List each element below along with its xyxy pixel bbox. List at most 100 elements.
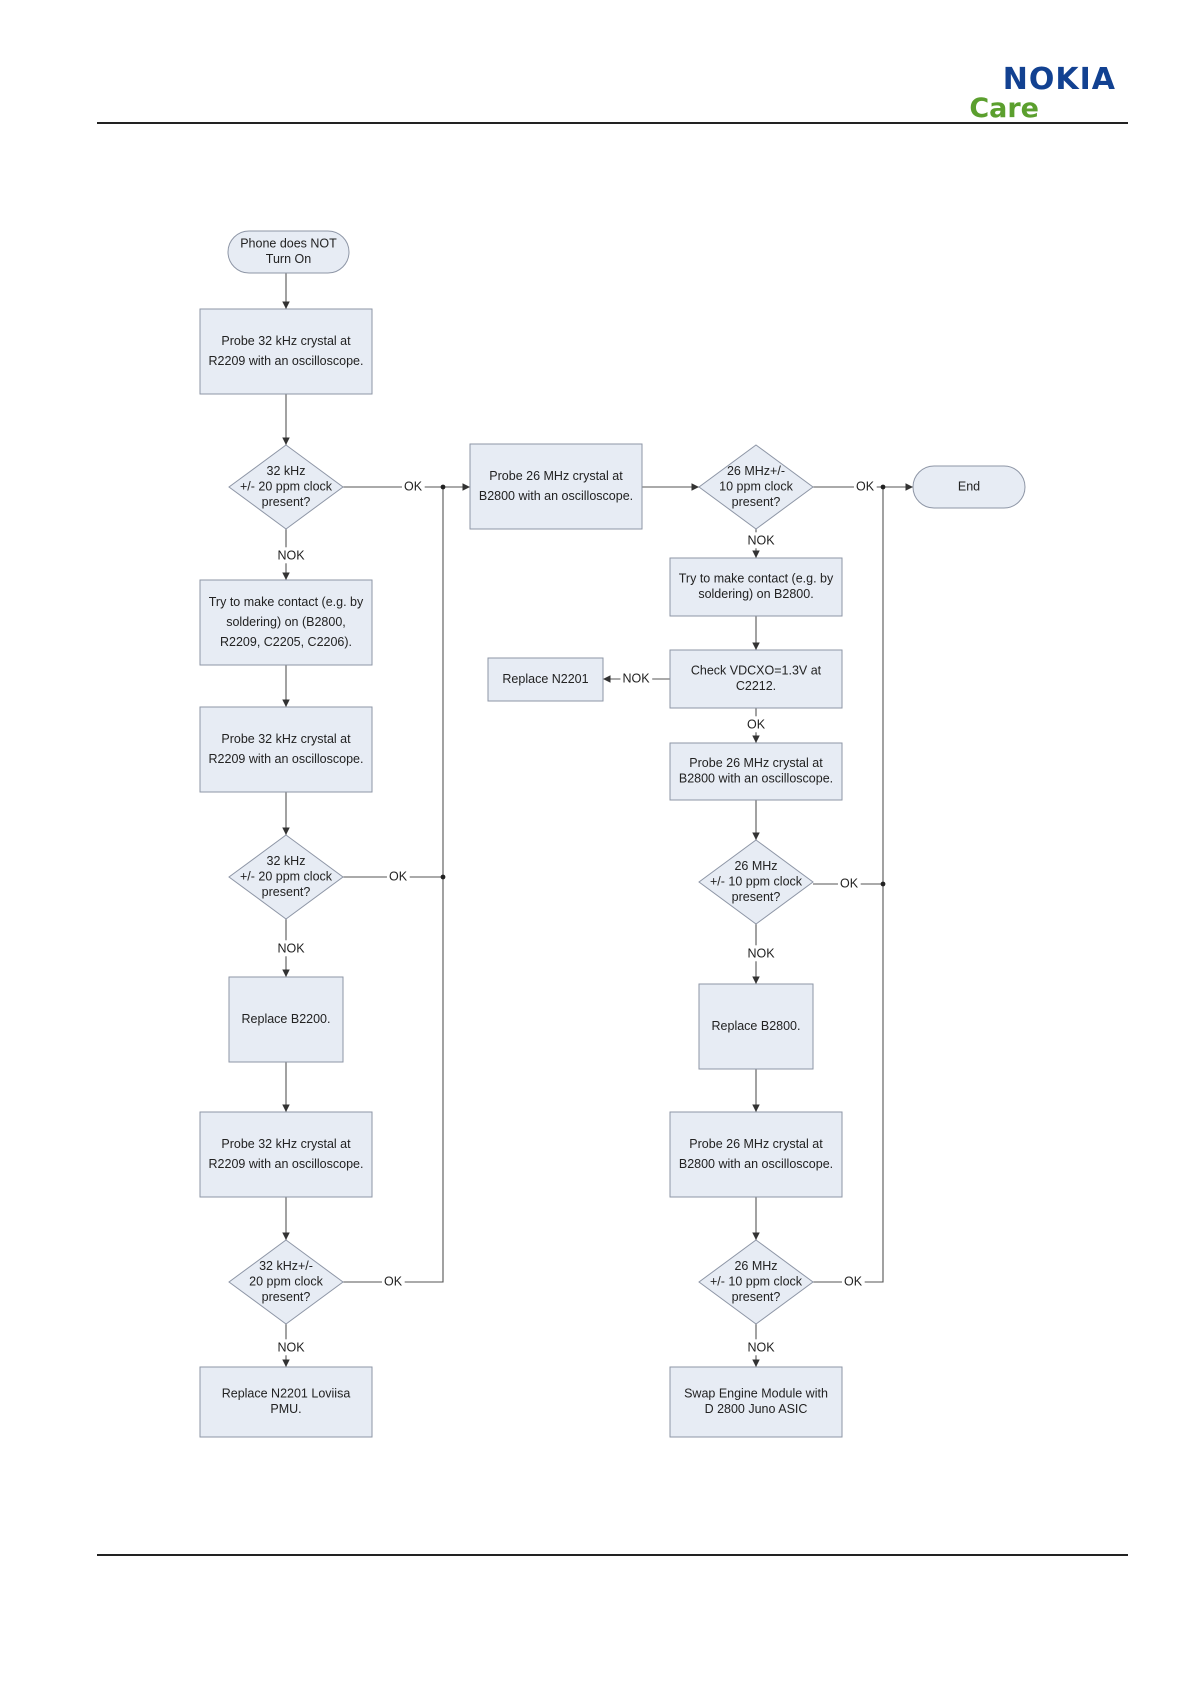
edge-label-bg	[745, 945, 778, 962]
node-text-line: Replace N2201	[502, 672, 588, 686]
node-box	[199, 706, 373, 793]
junction-ok-32a	[440, 484, 446, 490]
node-text-line: 32 kHz	[267, 464, 306, 478]
node-dec32_a: 32 kHz+/- 20 ppm clock present?	[228, 444, 344, 530]
node-text-line: Probe 32 kHz crystal at	[221, 732, 351, 746]
edge-label-ok_26c: OK	[844, 1274, 863, 1288]
node-decision	[228, 1239, 344, 1325]
node-box	[199, 1111, 373, 1198]
node-dec26_a: 26 MHz+/-10 ppm clock present?	[698, 444, 814, 530]
header-rule	[97, 122, 1128, 124]
edge-label-nok_b: NOK	[277, 941, 305, 955]
node-text-line: Try to make contact (e.g. by	[679, 572, 834, 586]
node-text-line: present?	[732, 1290, 781, 1304]
node-box	[669, 742, 843, 801]
edge-label-bg	[620, 670, 653, 687]
node-text-line: Probe 32 kHz crystal at	[221, 1137, 351, 1151]
node-dec32_b: 32 kHz+/- 20 ppm clock present?	[228, 834, 344, 920]
node-probe32_c: Probe 32 kHz crystal at R2209 with an osc…	[199, 1111, 373, 1198]
edge-label-bg	[275, 1339, 308, 1356]
edge-label-bg	[401, 478, 425, 495]
node-replaceN2201: Replace N2201	[487, 657, 604, 702]
node-text-line: +/- 20 ppm clock	[240, 479, 333, 493]
node-text-line: Replace B2200.	[242, 1012, 331, 1026]
node-box	[228, 976, 344, 1063]
node-text-line: Swap Engine Module with	[684, 1387, 828, 1401]
logo-nokia-text: NOKIA	[1002, 62, 1116, 97]
node-decision	[698, 444, 814, 530]
edge-label-nok_vdcxo: NOK	[622, 671, 650, 685]
node-text-line: present?	[262, 1290, 311, 1304]
node-text-line: R2209 with an oscilloscope.	[209, 354, 364, 368]
node-box	[199, 1366, 373, 1438]
edge-label-nok_a: NOK	[277, 548, 305, 562]
node-probe32_a: Probe 32 kHz crystal at R2209 with an osc…	[199, 308, 373, 395]
node-box	[199, 579, 373, 666]
node-decision	[228, 444, 344, 530]
node-text-line: R2209, C2205, C2206).	[220, 635, 352, 649]
node-text-line: R2209 with an oscilloscope.	[209, 1157, 364, 1171]
node-text-line: B2800 with an oscilloscope.	[679, 1157, 833, 1171]
edge-label-bg	[744, 716, 768, 733]
node-text-line: Turn On	[266, 252, 311, 266]
node-text-line: 32 kHz	[267, 854, 306, 868]
junction-ok-26b	[880, 881, 886, 887]
node-decision	[698, 839, 814, 925]
node-text-line: soldering) on B2800.	[698, 587, 813, 601]
edge-label-bg	[837, 875, 861, 892]
node-text-line: 26 MHz	[734, 859, 777, 873]
node-text-line: 26 MHz+/-	[727, 464, 785, 478]
node-text-line: +/- 20 ppm clock	[240, 869, 333, 883]
node-terminator	[227, 230, 350, 274]
edge-label-ok_b: OK	[389, 869, 408, 883]
junction-ok-26a	[880, 484, 886, 490]
node-box	[669, 649, 843, 709]
node-text-line: 10 ppm clock	[719, 479, 793, 493]
footer-rule	[97, 1554, 1128, 1556]
node-text-line: End	[958, 479, 980, 493]
node-text-line: C2212.	[736, 679, 776, 693]
node-text-line: R2209 with an oscilloscope.	[209, 752, 364, 766]
node-box	[698, 983, 814, 1070]
edge-label-bg	[841, 1273, 865, 1290]
node-box	[487, 657, 604, 702]
node-decision	[228, 834, 344, 920]
node-text-line: B2800 with an oscilloscope.	[679, 772, 833, 786]
edge-label-ok_c: OK	[384, 1274, 403, 1288]
node-text-line: 32 kHz+/-	[259, 1259, 313, 1273]
node-text-line: Replace B2800.	[712, 1019, 801, 1033]
node-text-line: present?	[732, 495, 781, 509]
node-text-line: present?	[262, 495, 311, 509]
node-text-line: Probe 32 kHz crystal at	[221, 334, 351, 348]
node-text-line: 20 ppm clock	[249, 1274, 323, 1288]
node-dec32_c: 32 kHz+/-20 ppm clock present?	[228, 1239, 344, 1325]
edge-label-nok_26b: NOK	[747, 946, 775, 960]
node-box	[669, 1366, 843, 1438]
edge-label-nok_26c: NOK	[747, 1340, 775, 1354]
edge-label-bg	[275, 940, 308, 957]
edge-label-nok_26a: NOK	[747, 533, 775, 547]
node-text-line: Phone does NOT	[240, 237, 337, 251]
node-end: End	[912, 465, 1026, 509]
node-box	[669, 1111, 843, 1198]
node-text-line: Probe 26 MHz crystal at	[689, 1137, 823, 1151]
node-probe26_c: Probe 26 MHz crystal at B2800 with an osc…	[669, 1111, 843, 1198]
node-text-line: +/- 10 ppm clock	[710, 1274, 803, 1288]
logo-care-text: Care	[969, 93, 1039, 124]
node-terminator	[912, 465, 1026, 509]
edge-dec32c-ok-bus	[343, 487, 444, 1283]
nokia-care-logo: NOKIA Care	[969, 62, 1116, 124]
node-text-line: present?	[262, 885, 311, 899]
edge-label-ok_26b: OK	[840, 876, 859, 890]
node-box	[669, 557, 843, 617]
node-text-line: Try to make contact (e.g. by	[209, 595, 364, 609]
edge-label-ok_26a: OK	[856, 479, 875, 493]
node-text-line: Check VDCXO=1.3V at	[691, 664, 822, 678]
